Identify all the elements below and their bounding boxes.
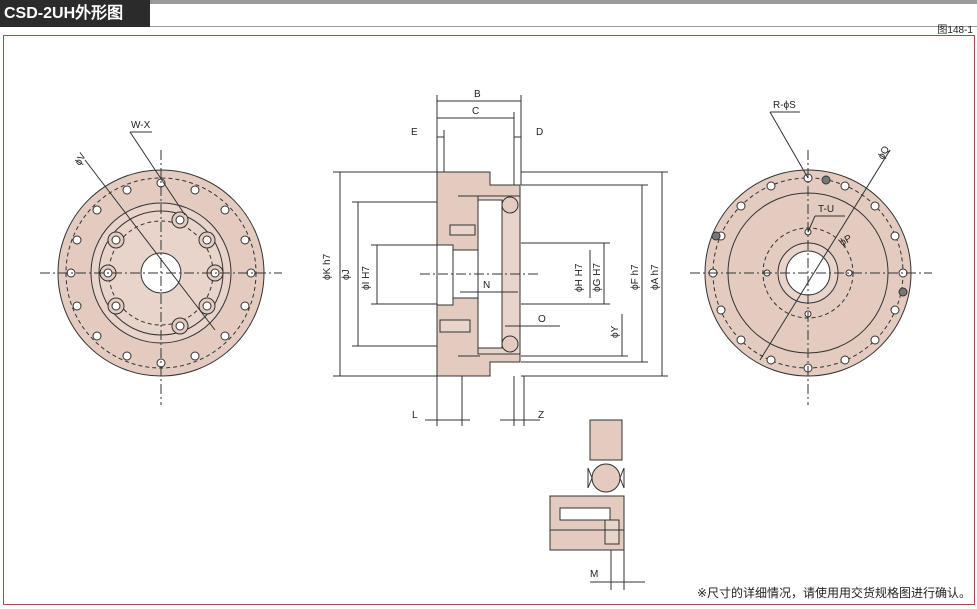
tu-label: T-U [818,204,834,215]
dim-g: ϕG H7 [592,263,603,292]
drawing-frame [3,35,975,605]
dim-h: ϕH H7 [574,263,585,292]
dim-z: Z [538,410,544,421]
dim-a: ϕA h7 [650,264,661,290]
section-view [333,95,668,426]
dim-f: ϕF h7 [630,264,641,290]
dia-p-label: ϕP [838,233,854,249]
figure-number: 图148-1 [937,25,973,36]
right-rear-view [690,111,932,405]
dim-n: N [483,280,490,291]
page-title: CSD-2UH外形图 [0,0,150,27]
dim-j: ϕJ [341,269,352,280]
header-rule [150,0,977,4]
dim-l: L [412,410,418,421]
outer-bolt-holes [66,178,256,368]
dim-d: D [536,127,543,138]
dim-e: E [411,127,418,138]
footnote: ※尺寸的详细情况，请使用用交货规格图进行确认。 [696,586,971,600]
left-front-view [40,131,282,405]
wx-label: W-X [131,120,151,131]
header-rule-lower [150,26,977,27]
detail-view [549,419,645,590]
dim-y: ϕY [610,325,621,338]
dia-v-label: ϕV [73,151,89,167]
inner-bolt-holes [99,211,224,335]
dia-q-label: ϕQ [876,144,892,161]
dim-m: M [590,569,598,580]
rear-bolt-holes [708,173,908,373]
dim-b: B [474,89,481,100]
dim-k: ϕK h7 [322,253,333,280]
dim-i: ϕI H7 [361,266,372,290]
rs-label: R-ϕS [773,100,796,111]
dim-c: C [472,106,479,117]
dim-o: O [538,314,546,325]
